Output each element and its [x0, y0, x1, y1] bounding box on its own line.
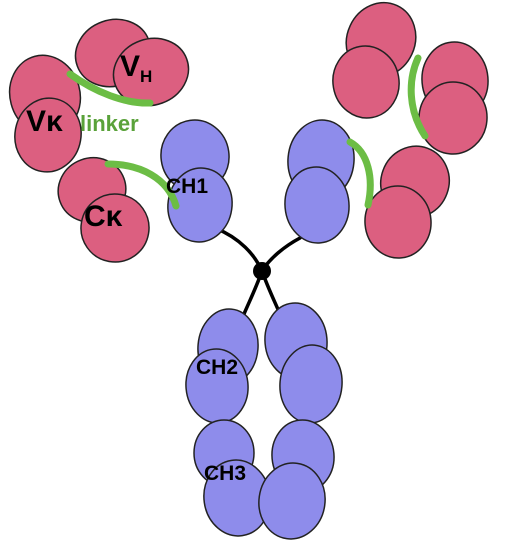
ch2-domain-right: [264, 302, 343, 424]
vh-label-subscript: H: [140, 67, 152, 86]
ch1-domain-right: [284, 119, 355, 244]
linker-right-lower: [346, 138, 374, 209]
linker-left: [66, 70, 180, 210]
linker-vh-vk: [66, 70, 154, 107]
hinge-junction: [253, 262, 271, 280]
ch3-domain-left: [193, 419, 271, 537]
ck-domain-right: [364, 145, 450, 259]
ch1-domain-left: [160, 119, 233, 243]
vh-domain: [74, 18, 190, 107]
ch2-label: CH2: [196, 356, 238, 379]
linker-right: [346, 54, 429, 209]
vh-domain-right: [332, 1, 417, 119]
vk-domain: [8, 54, 82, 173]
vk-domain-right: [418, 41, 489, 155]
ck-domain: [57, 157, 150, 263]
linker-label: linker: [80, 111, 139, 136]
linker-ck-ch1: [104, 160, 180, 210]
ch3-label: CH3: [204, 462, 246, 485]
ch2-domain-left: [185, 308, 259, 424]
vh-label: VH: [120, 50, 152, 86]
ch1-label: CH1: [166, 175, 208, 198]
vh-label-main: V: [120, 50, 140, 83]
vk-label: Vκ: [26, 105, 63, 138]
linker-right-upper: [407, 54, 429, 140]
ck-label: Cκ: [84, 200, 123, 233]
ch3-domain-right: [258, 419, 335, 540]
hinge-left-arm: [213, 226, 264, 273]
